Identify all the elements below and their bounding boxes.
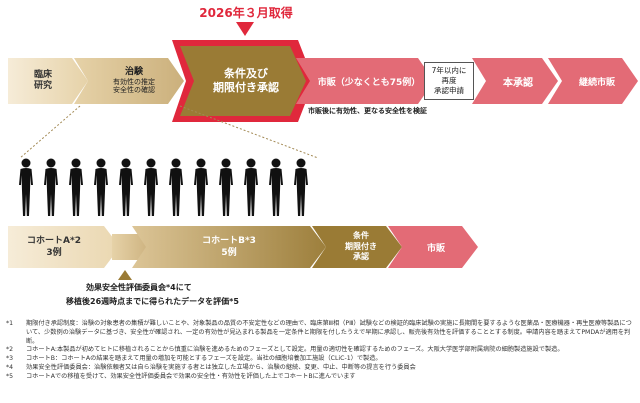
footnote-item: *3 コホートB：コホートAの結果を踏まえて用量の増加を可能とするフェーズを設定。…: [6, 355, 634, 364]
bottom-market-label: 市販: [426, 243, 445, 254]
footnote-mark: *4: [6, 363, 14, 371]
footnote-mark: *3: [6, 355, 14, 363]
person-silhouette-icon: [114, 158, 138, 218]
footnote-text: コホートB：コホートAの結果を踏まえて用量の増加を可能とするフェーズを設定。当社…: [26, 355, 382, 363]
reapply-line3: 承認申請: [434, 85, 464, 95]
cohort-b-title: コホートB*3: [202, 235, 256, 246]
evaluation-pointer-icon: [118, 270, 132, 280]
guide-line-left: [19, 105, 81, 159]
footnote-text: 効果安全性評価委員会：治験依頼者又は自ら治験を実施する者とは独立した立場から、治…: [26, 363, 416, 371]
person-silhouette-icon: [64, 158, 88, 218]
cohort-b-block: コホートB*3 5例: [132, 226, 326, 268]
footnote-item: *2 コホートA:本製品が初めてヒトに移植されることから慎重に治験を進めるためのフ…: [6, 346, 634, 355]
bottom-approval-line1: 条件: [353, 231, 369, 241]
reapply-line2: 再度: [441, 76, 457, 86]
bottom-conditional-approval: 条件 期限付き 承認: [312, 226, 402, 268]
stage-full-approval-label: 本承認: [503, 77, 533, 89]
stage-clinical-line1: 臨床: [33, 69, 52, 80]
reapply-box: 7年以内に 再度 承認申請: [424, 62, 474, 100]
footnote-text: 期限付き承認制度：治験の対象患者の集積が難しいことや、対象製品の品質の不安定性な…: [26, 320, 632, 345]
footnote-text: コホートA:本製品が初めてヒトに移植されることから慎重に治験を進めるためのフェー…: [26, 346, 564, 354]
stage-trial-sub2: 安全性の確認: [113, 86, 155, 95]
cohort-a-title: コホートA*2: [27, 235, 81, 246]
announcement-label: 2026年３月取得: [199, 6, 293, 20]
stage-trial-sub1: 有効性の推定: [113, 77, 155, 86]
stage-approval-line2: 期限付き承認: [213, 81, 279, 94]
stage-market-initial: 市販（少なくとも75例）: [296, 58, 434, 104]
announcement-arrow-icon: [236, 22, 254, 36]
stage-clinical-research: 臨床 研究: [8, 58, 88, 104]
reapply-line1: 7年以内に: [431, 66, 467, 76]
committee-note-line1: 効果安全性評価委員会*4にて: [86, 283, 192, 292]
footnote-item: *4 効果安全性評価委員会：治験依頼者又は自ら治験を実施する者とは独立した立場から…: [6, 364, 634, 373]
stage-continued-market-label: 継続市販: [578, 77, 615, 88]
stage-clinical-line2: 研究: [33, 81, 52, 91]
person-silhouette-icon: [39, 158, 63, 218]
person-silhouette-icon: [14, 158, 38, 218]
cohort-a-count: 3例: [46, 248, 62, 258]
footnote-item: *1 期限付き承認制度：治験の対象患者の集積が難しいことや、対象製品の品質の不安定…: [6, 320, 634, 346]
footnote-mark: *5: [6, 372, 14, 380]
cohort-a-block: コホートA*2 3例: [8, 226, 120, 268]
stage-full-approval: 本承認: [472, 58, 558, 104]
committee-note-line2: 移植後26週時点までに得られたデータを評価*5: [66, 297, 239, 306]
person-silhouette-icon: [89, 158, 113, 218]
footnote-mark: *1: [6, 320, 14, 327]
stage-continued-market: 継続市販: [548, 58, 638, 104]
bottom-approval-line2: 期限付き: [345, 241, 377, 251]
market-note: 市販後に有効性、更なる安全性を検証: [308, 107, 427, 115]
person-silhouette-icon: [164, 158, 188, 218]
person-silhouette-icon: [139, 158, 163, 218]
person-silhouette-icon: [289, 158, 313, 218]
bottom-market: 市販: [388, 226, 478, 268]
stage-trial-label: 治験: [124, 66, 143, 77]
cohort-b-count: 5例: [221, 248, 237, 258]
stage-clinical-trial: 治験 有効性の推定 安全性の確認: [74, 58, 184, 104]
person-silhouette-icon: [239, 158, 263, 218]
stage-approval-line1: 条件及び: [224, 66, 268, 80]
footnote-text: コホートAでの移植を受けて、効果安全性評価委員会で効果の安全性・有効性を評価した…: [26, 372, 356, 380]
footnote-mark: *2: [6, 346, 14, 354]
footnote-item: *5 コホートAでの移植を受けて、効果安全性評価委員会で効果の安全性・有効性を評価…: [6, 373, 634, 382]
stage-conditional-approval: 条件及び 期限付き承認: [180, 46, 306, 116]
person-silhouette-icon: [189, 158, 213, 218]
person-silhouette-icon: [264, 158, 288, 218]
bottom-approval-line3: 承認: [353, 252, 369, 262]
person-silhouette-icon: [214, 158, 238, 218]
footnotes: *1 期限付き承認制度：治験の対象患者の集積が難しいことや、対象製品の品質の不安定…: [6, 320, 634, 382]
stage-market-initial-label: 市販（少なくとも75例）: [317, 77, 421, 88]
